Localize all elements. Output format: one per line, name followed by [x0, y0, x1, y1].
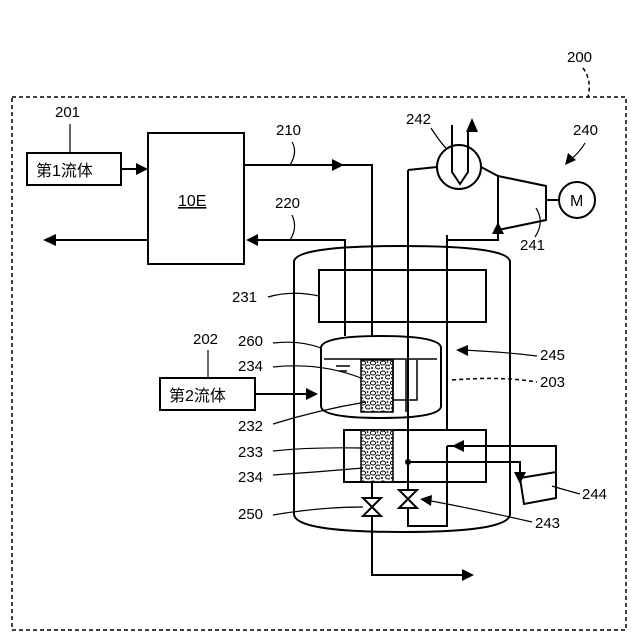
unit-245-leader	[462, 350, 537, 356]
unit-244-ref: 244	[582, 486, 607, 503]
compressor-outlet-pipe	[447, 230, 498, 240]
system-ref-label: 200	[567, 49, 592, 66]
unit-245-arrow	[456, 345, 468, 356]
line-210-leader	[290, 142, 295, 165]
unit-260-leader	[273, 342, 321, 348]
packed-bed-lower	[361, 430, 393, 482]
unit-250-ref: 250	[238, 506, 263, 523]
second-fluid-ref: 202	[193, 331, 218, 348]
line-210-pipe	[244, 165, 372, 356]
valve-243	[399, 490, 417, 508]
unit-242-ref: 242	[406, 111, 431, 128]
system-ref-leader	[583, 68, 589, 97]
outlet-arrow	[462, 569, 474, 581]
unit-232-ref: 232	[238, 418, 263, 435]
unit-234b-leader	[273, 468, 363, 475]
second-fluid-label: 第2流体	[169, 387, 226, 405]
unit-245-ref: 245	[540, 347, 565, 364]
coil-exit-arrow	[466, 118, 478, 132]
unit-10e-label: 10E	[178, 193, 206, 210]
loop-from-244-arrow	[452, 440, 464, 452]
first-fluid-label: 第1流体	[36, 162, 93, 180]
unit-240-ref: 240	[573, 122, 598, 139]
hx-outlet-pipe	[481, 167, 498, 176]
line-220-leader	[290, 215, 295, 240]
unit-243-leader	[426, 500, 532, 522]
unit-241-ref: 241	[520, 237, 545, 254]
second-fluid-arrow	[306, 388, 318, 400]
valve-243-return-pipe	[408, 446, 447, 526]
unit-242-leader	[431, 128, 446, 148]
unit-260-ref: 260	[238, 333, 263, 350]
unit-250-leader	[273, 507, 363, 515]
unit-243-arrow	[420, 495, 432, 506]
hx-inlet-pipe	[408, 167, 437, 170]
unit-240-arrow	[565, 153, 576, 165]
line-210-arrow	[332, 159, 344, 171]
output-left-arrow	[43, 234, 56, 246]
compressor-241	[498, 176, 546, 230]
line-220-ref: 220	[275, 195, 300, 212]
first-fluid-arrow	[136, 163, 148, 175]
unit-234a-ref: 234	[238, 358, 263, 375]
vessel-203-leader	[452, 378, 537, 382]
unit-233-ref: 233	[238, 444, 263, 461]
motor-label: M	[570, 193, 583, 210]
first-fluid-ref: 201	[55, 104, 80, 121]
compressor-244	[520, 472, 556, 504]
line-210-ref: 210	[276, 122, 301, 139]
packed-bed-upper	[361, 360, 393, 412]
unit-233-leader	[273, 448, 361, 451]
line-220-arrow	[246, 234, 258, 246]
unit-231-ref: 231	[232, 289, 257, 306]
valve-250	[363, 498, 381, 516]
loop-to-244	[408, 462, 520, 478]
unit-243-ref: 243	[535, 515, 560, 532]
vessel-203-ref: 203	[540, 374, 565, 391]
unit-234b-ref: 234	[238, 469, 263, 486]
outlet-pipe	[372, 516, 462, 575]
